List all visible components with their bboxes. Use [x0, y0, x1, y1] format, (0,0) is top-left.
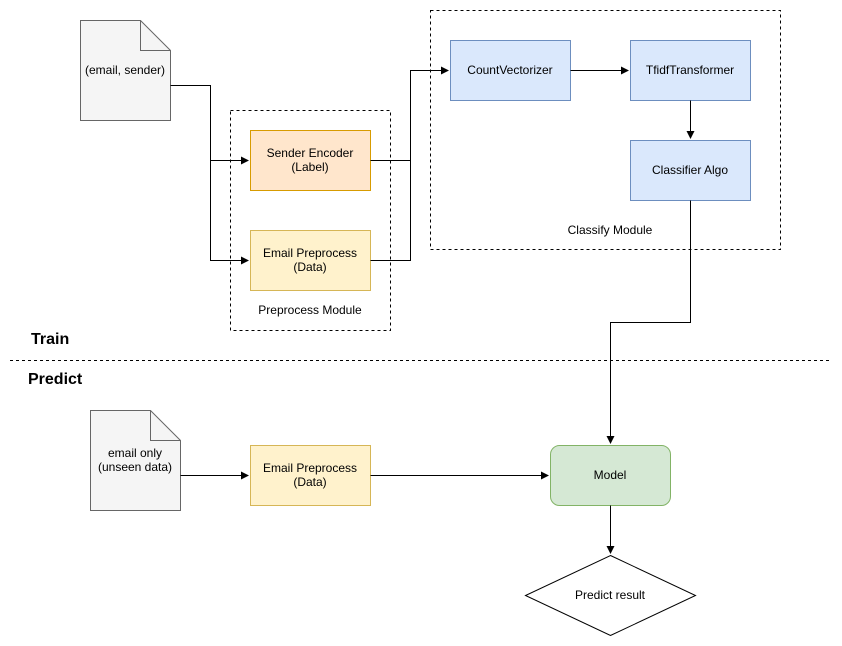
model-box[interactable]: [550, 445, 671, 506]
train-input-document-fold: [140, 20, 171, 51]
edge-classifier-to-model: [606, 200, 691, 444]
predict-section-label: Predict: [28, 371, 83, 388]
email-preprocess-predict-box[interactable]: [250, 445, 371, 506]
train-section-label: Train: [31, 331, 70, 348]
sender-encoder-box[interactable]: [250, 130, 371, 191]
tfidf-transformer-box[interactable]: [630, 40, 751, 101]
email-preprocess-train-box[interactable]: [250, 230, 371, 291]
classify-module-label: Classify Module: [567, 223, 653, 237]
predict-input-document-fold: [150, 410, 181, 441]
train-input-document[interactable]: [80, 20, 171, 121]
preprocess-module-container: [230, 110, 391, 331]
classifier-algo-box[interactable]: [630, 140, 751, 201]
predict-input-document[interactable]: [90, 410, 181, 511]
count-vectorizer-box[interactable]: [450, 40, 571, 101]
edge-input-to-email-preprocess: [210, 160, 249, 265]
preprocess-module-label: Preprocess Module: [258, 303, 362, 317]
classify-module-container: [430, 10, 781, 250]
predict-result-diamond[interactable]: [524, 554, 697, 637]
edge-email-preprocess-to-count-vectorizer: [370, 160, 411, 261]
edge-input-to-sender-encoder: [170, 85, 249, 165]
edge-sender-encoder-to-count-vectorizer: [370, 66, 449, 161]
